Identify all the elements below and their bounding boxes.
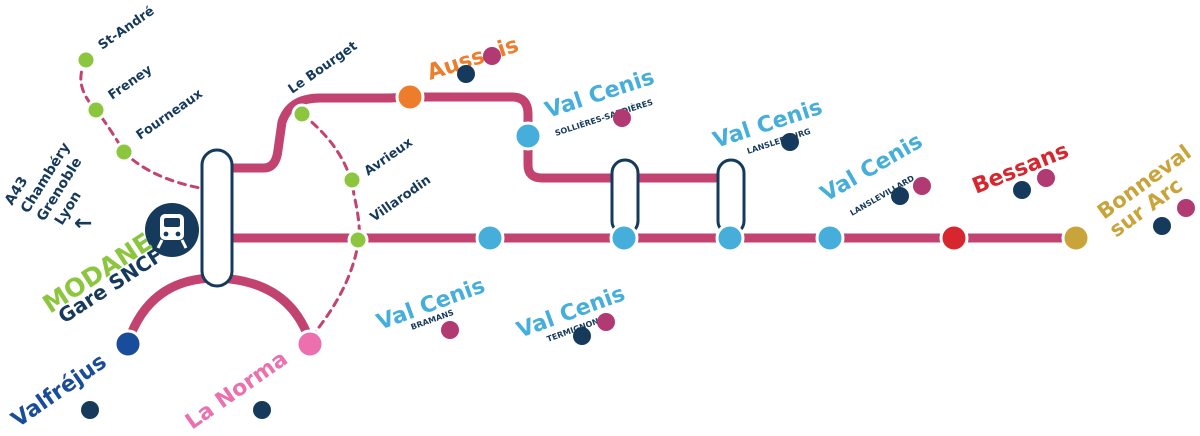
ski-touring-icon	[913, 177, 931, 195]
skier-icon	[781, 133, 799, 151]
label-freney: Freney	[106, 62, 156, 103]
train-icon	[145, 203, 199, 257]
station-st-andre[interactable]	[75, 49, 97, 71]
label-bramans: Val Cenis	[374, 273, 489, 335]
hub-capsule	[200, 148, 234, 288]
station-avrieux[interactable]	[341, 169, 363, 191]
station-valfrejus[interactable]	[113, 329, 143, 359]
dashed-branch-st-andre	[79, 58, 202, 190]
ski-touring-icon	[483, 47, 501, 65]
skier-icon	[253, 401, 271, 419]
label-valfrejus: Valfréjus	[7, 349, 111, 432]
station-la-norma[interactable]	[295, 329, 325, 359]
station-fourneaux[interactable]	[113, 141, 135, 163]
skier-icon	[457, 65, 475, 83]
station-termignon[interactable]	[609, 223, 639, 253]
label-avrieux: Avrieux	[362, 135, 416, 179]
station-villarodin[interactable]	[347, 229, 369, 251]
road-directions: A43 Chambéry Grenoble Lyon	[2, 140, 86, 228]
skier-icon	[1153, 217, 1171, 235]
skier-icon	[891, 187, 909, 205]
ski-touring-icon	[613, 109, 631, 127]
station-bonneval[interactable]	[1061, 223, 1091, 253]
station-bessans[interactable]	[939, 223, 969, 253]
stations	[75, 49, 1091, 359]
aussois-icons	[457, 47, 501, 83]
label-st-andre: St-André	[96, 4, 158, 54]
connector-capsule-lanslebourg	[716, 158, 746, 236]
ski-touring-icon	[1177, 199, 1195, 217]
ski-touring-icon	[597, 313, 615, 331]
station-sollieres[interactable]	[513, 121, 543, 151]
station-lanslebourg[interactable]	[715, 223, 745, 253]
label-fourneaux: Fourneaux	[134, 86, 207, 143]
station-bramans[interactable]	[475, 223, 505, 253]
label-le-bourget: Le Bourget	[286, 39, 361, 97]
green-stop-labels: St-André Freney Fourneaux Le Bourget Avr…	[96, 4, 434, 226]
skier-icon	[81, 401, 99, 419]
station-freney[interactable]	[85, 99, 107, 121]
connector-capsule-termignon	[610, 158, 640, 236]
label-villarodin: Villarodin	[368, 173, 434, 226]
ski-touring-icon	[441, 321, 459, 339]
skier-icon	[573, 327, 591, 345]
station-le-bourget[interactable]	[291, 103, 313, 125]
skier-icon	[1013, 181, 1031, 199]
station-lanslevillard[interactable]	[815, 223, 845, 253]
station-aussois[interactable]	[395, 82, 425, 112]
label-la-norma: La Norma	[181, 346, 293, 435]
arrow-left-icon: ←	[74, 211, 92, 236]
valfrejus-norma-arc	[123, 273, 315, 347]
dashed-branch-avrieux	[300, 112, 361, 338]
ski-touring-icon	[1037, 169, 1055, 187]
